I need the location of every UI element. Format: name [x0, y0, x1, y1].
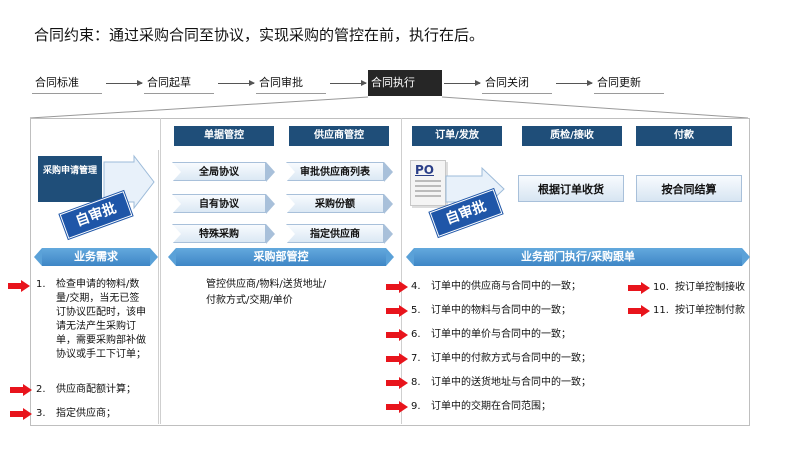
flow-stage: 合同更新 — [594, 72, 664, 94]
red-arrow-icon — [628, 305, 650, 317]
header-order-release: 订单/发放 — [412, 126, 502, 146]
list-item: 9.订单中的交期在合同范围； — [411, 401, 551, 412]
list-item: 6.订单中的单价与合同中的一致； — [411, 329, 571, 340]
red-arrow-icon — [386, 353, 408, 365]
pill-designated-supplier: 指定供应商 — [286, 224, 393, 244]
funnel-lines — [29, 96, 749, 119]
flow-stage: 合同关闭 — [482, 72, 552, 94]
list-item: 1. — [36, 279, 46, 290]
band-procurement-control: 采购部管控 — [168, 248, 394, 266]
pill-purchase-share: 采购份额 — [286, 194, 393, 214]
red-arrow-icon — [386, 305, 408, 317]
header-payment: 付款 — [636, 126, 732, 146]
pill-own-agreement: 自有协议 — [172, 194, 275, 214]
pill-settle-by-contract: 按合同结算 — [636, 175, 742, 202]
pill-special-purchase: 特殊采购 — [172, 224, 275, 244]
flow-stage: 合同起草 — [144, 72, 214, 94]
list-item: 2.供应商配额计算； — [36, 384, 136, 395]
flow-arrow — [556, 80, 593, 86]
red-arrow-icon — [386, 281, 408, 293]
pill-receive-by-order: 根据订单收货 — [518, 175, 624, 202]
list-item: 4.订单中的供应商与合同中的一致； — [411, 281, 581, 292]
list-item: 10.按订单控制接收 — [653, 282, 745, 293]
flow-arrow — [106, 80, 143, 86]
list-item: 11.按订单控制付款 — [653, 305, 745, 316]
red-arrow-icon — [10, 408, 32, 420]
list-item: 3.指定供应商； — [36, 408, 116, 419]
flow-stage: 合同标准 — [32, 72, 102, 94]
purchase-request-box: 采购申请管理 — [38, 156, 102, 202]
flow-stage-active: 合同执行 — [368, 70, 442, 96]
red-arrow-icon — [386, 377, 408, 389]
list-item-text: 检查申请的物料/数 量/交期，当无已签 订协议匹配时，该申 请无法产生采购订 单… — [56, 279, 146, 360]
red-arrow-icon — [8, 280, 30, 292]
red-arrow-icon — [386, 329, 408, 341]
procurement-control-text: 管控供应商/物料/送货地址/ 付款方式/交期/单价 — [206, 279, 327, 306]
flow-stage: 合同审批 — [256, 72, 326, 94]
flow-arrow — [330, 80, 367, 86]
header-supplier-control: 供应商管控 — [289, 126, 389, 146]
header-inspection-receipt: 质检/接收 — [522, 126, 622, 146]
page-title: 合同约束：通过采购合同至协议，实现采购的管控在前，执行在后。 — [34, 26, 485, 44]
po-label: PO — [415, 163, 434, 177]
purchase-request-label: 采购申请管理 — [42, 166, 97, 176]
pill-approved-supplier-list: 审批供应商列表 — [286, 162, 393, 182]
red-arrow-icon — [10, 384, 32, 396]
po-document: PO — [410, 160, 446, 206]
red-arrow-icon — [628, 282, 650, 294]
band-business-demand: 业务需求 — [34, 248, 158, 266]
pill-global-agreement: 全局协议 — [172, 162, 275, 182]
band-business-execution: 业务部门执行/采购跟单 — [406, 248, 750, 266]
header-document-control: 单据管控 — [174, 126, 274, 146]
list-item: 8.订单中的送货地址与合同中的一致； — [411, 377, 591, 388]
procurement-panel — [160, 118, 402, 424]
list-item: 5.订单中的物料与合同中的一致； — [411, 305, 571, 316]
red-arrow-icon — [386, 401, 408, 413]
requirements-panel — [30, 150, 159, 424]
flow-arrow — [444, 80, 481, 86]
flow-arrow — [218, 80, 255, 86]
list-item: 7.订单中的付款方式与合同中的一致； — [411, 353, 591, 364]
